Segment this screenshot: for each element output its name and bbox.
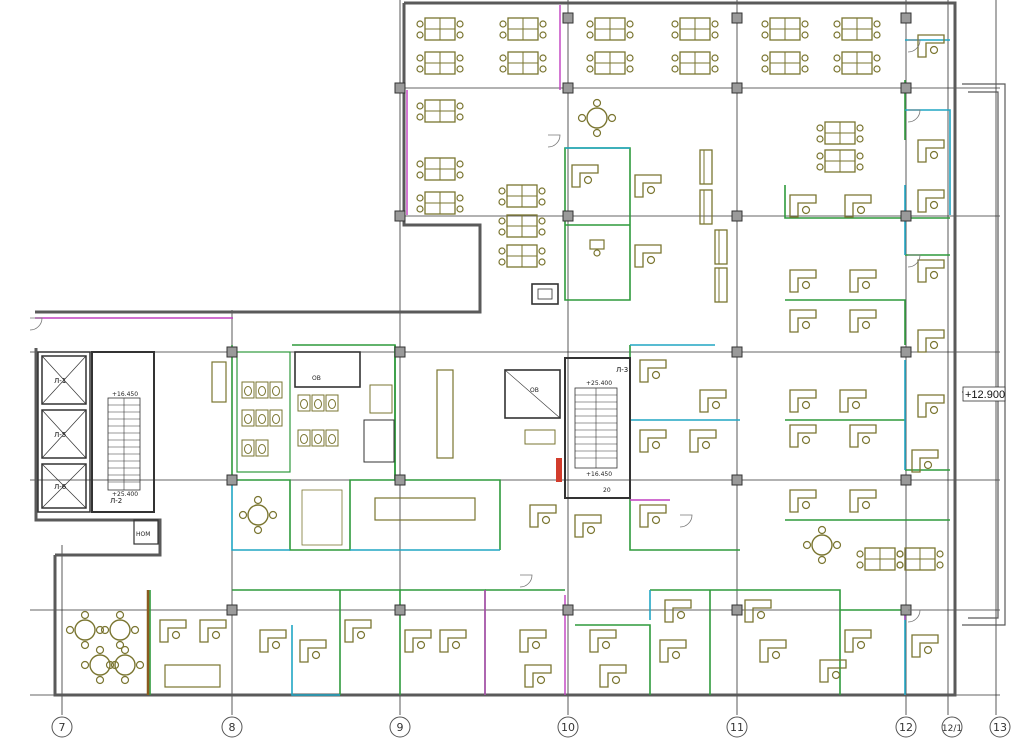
svg-text:12/1: 12/1: [942, 724, 962, 734]
grid-lines: [30, 0, 1000, 715]
axis-bubble-7: 7: [51, 716, 73, 738]
wc-block: [236, 351, 395, 473]
shaft-small: [531, 283, 559, 305]
room-code-nom: НОМ: [136, 531, 150, 538]
furniture-top-left: [416, 17, 617, 268]
doors: [29, 39, 921, 623]
level-mark: +12.900: [962, 386, 1006, 402]
stair-mark-left-bottom: +25.400: [112, 491, 138, 498]
svg-text:7: 7: [59, 721, 66, 734]
partitions-magenta: [35, 5, 906, 695]
furniture-right-open: [789, 194, 944, 571]
axis-bubble-12: 12: [895, 716, 917, 738]
tech-room: [133, 519, 159, 545]
room-code-ob-right: OB: [530, 387, 539, 394]
axis-bubble-11: 11: [726, 716, 748, 738]
stair-core-right: [564, 357, 631, 499]
axis-bubble-12-1: 12/1: [941, 716, 963, 738]
axis-bubble-9: 9: [389, 716, 411, 738]
room-code-ob-left: OB: [312, 375, 321, 382]
shaft-ob-left: [294, 351, 361, 388]
lift-label-1: Л-1: [54, 377, 66, 385]
shaft-ob-right: [504, 369, 561, 419]
axis-bubbles: 7 8 9 10 11 12 12/1 13: [51, 716, 1011, 738]
lift-label-3: Л-6: [54, 483, 67, 491]
exterior-walls: [34, 1, 957, 697]
stair-treads-left: [108, 398, 140, 490]
axis-bubble-8: 8: [221, 716, 243, 738]
facade-glazing: [962, 83, 1006, 626]
stair-mark-left-top: +16.450: [112, 391, 138, 398]
furniture-right-column: [911, 34, 945, 658]
svg-text:9: 9: [397, 721, 404, 734]
structural-columns: [226, 12, 912, 616]
svg-text:10: 10: [561, 721, 575, 734]
stair-mark-right-top: +25.400: [586, 380, 612, 387]
lift-label-2: Л-5: [54, 431, 66, 439]
stair-treads-right: [575, 394, 617, 459]
stair-mark-right-bottom: +16.450: [586, 471, 612, 478]
svg-text:13: 13: [993, 721, 1007, 734]
stair-label-left: Л-2: [110, 497, 122, 505]
furniture-center: [211, 359, 727, 546]
svg-text:11: 11: [730, 721, 744, 734]
fire-equipment-marker: [556, 458, 562, 482]
axis-bubble-13: 13: [989, 716, 1011, 738]
furniture-bottom: [65, 599, 872, 688]
furniture-top-center: [571, 17, 881, 303]
partitions-cyan: [231, 39, 951, 696]
svg-text:+12.900: +12.900: [965, 389, 1005, 401]
svg-text:12: 12: [899, 721, 913, 734]
lift-shafts: [37, 351, 155, 513]
axis-bubble-10: 10: [557, 716, 579, 738]
stair-label-right: Л-3: [616, 366, 628, 374]
svg-text:8: 8: [229, 721, 236, 734]
room-code-20: 20: [603, 487, 611, 494]
